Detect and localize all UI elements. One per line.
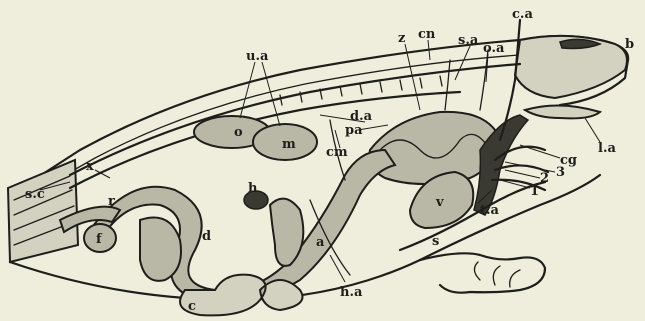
label-la: l.a [598, 141, 616, 156]
forelimb-digits [474, 262, 520, 287]
label-m: m [282, 137, 296, 152]
lingual-artery [525, 105, 600, 118]
vessel-sa [445, 60, 450, 110]
label-cn: cn [418, 27, 436, 42]
label-v: v [435, 195, 444, 210]
forelimb [420, 253, 545, 292]
label-o: o [234, 125, 243, 140]
label-sa: s.a [458, 33, 479, 48]
bladder [140, 218, 181, 281]
label-da: d.a [350, 109, 373, 124]
leader-n2 [505, 170, 540, 178]
label-n1: 1 [530, 184, 539, 199]
leader-ha [330, 255, 345, 282]
label-n2: 2 [540, 171, 549, 186]
leader-cg [520, 145, 560, 158]
label-b: b [625, 37, 634, 52]
label-z: z [398, 31, 405, 46]
label-ca: c.a [512, 7, 533, 22]
label-ha: h.a [340, 285, 363, 300]
leader-la [585, 118, 600, 142]
label-sc: s.c [25, 187, 45, 202]
label-h: h [248, 181, 258, 196]
leader-sa [455, 46, 470, 80]
label-n3: 3 [556, 165, 565, 180]
intestine-coils [180, 275, 303, 316]
label-d: d [202, 229, 211, 244]
label-ta: t.a [480, 203, 500, 218]
label-oa: o.a [483, 41, 505, 56]
label-ua: u.a [246, 49, 269, 64]
vessel-oa [480, 50, 488, 110]
label-r: r [108, 194, 115, 209]
label-c: c [188, 299, 196, 314]
label-pa: pa [345, 123, 363, 138]
posterior-cut-section [8, 160, 78, 262]
label-cm: cm [326, 145, 348, 160]
label-s: s [432, 234, 439, 249]
stomach-loop [270, 199, 303, 266]
label-x: x [86, 159, 94, 174]
label-a: a [316, 235, 325, 250]
liver-lung-mass [369, 112, 495, 184]
